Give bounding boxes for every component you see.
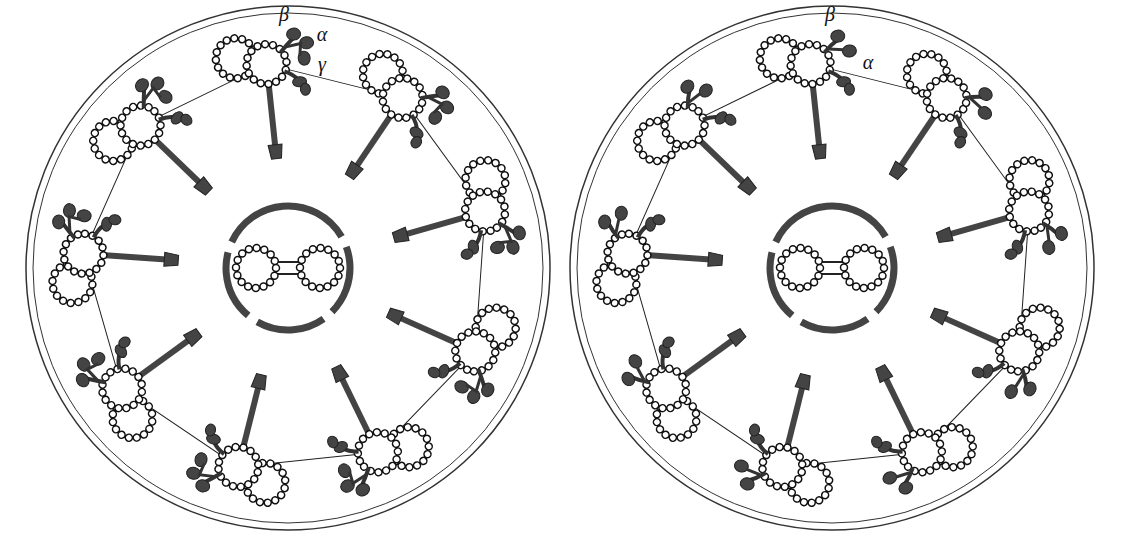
axoneme-right [568,6,1097,531]
arm-label: γ [318,54,326,74]
arm-label: β [825,4,835,24]
axoneme-left [21,6,554,533]
arm-label: α [317,24,328,44]
arm-label: β [279,4,289,24]
arm-label: α [863,52,874,72]
